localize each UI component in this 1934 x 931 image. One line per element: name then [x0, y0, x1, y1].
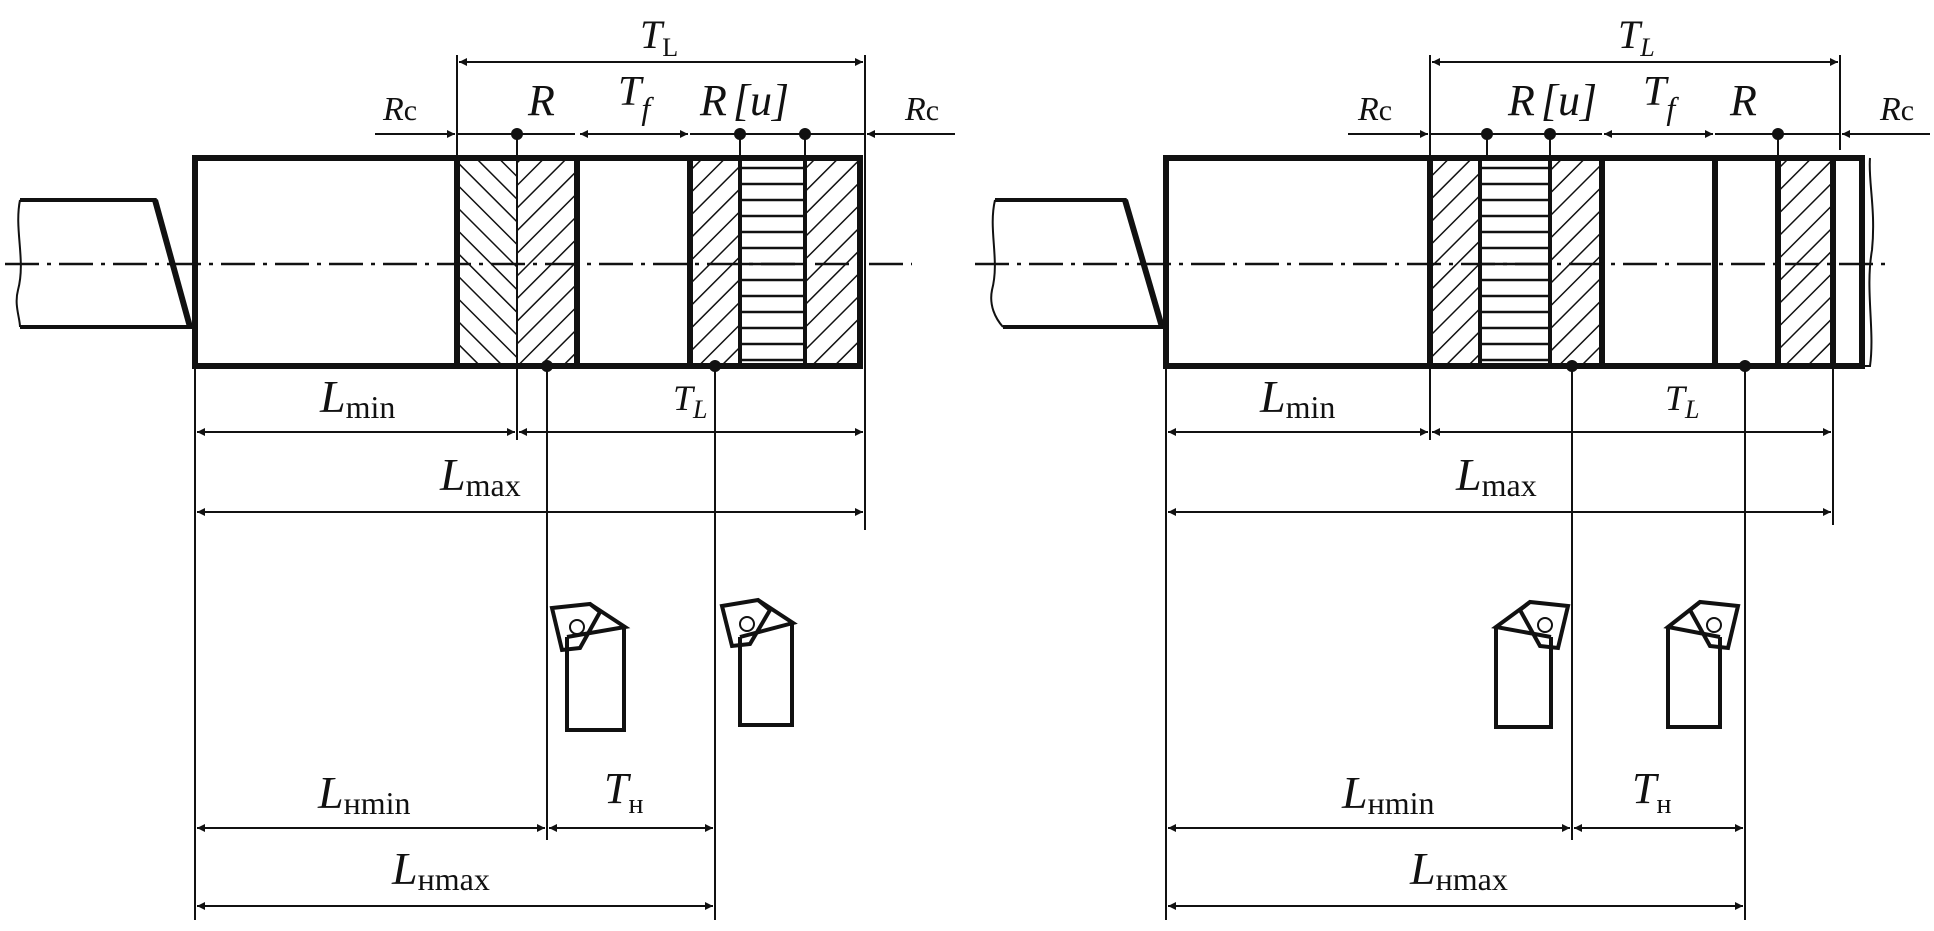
left-TL2-label: TL: [673, 378, 708, 424]
left-Rc-left-label: Rc: [382, 91, 417, 128]
right-Lhmin-label: Lнmin: [1341, 767, 1435, 821]
right-Rc-right-label: Rc: [1879, 91, 1914, 128]
left-section-2b: [740, 158, 805, 366]
right-TL2-label: TL: [1665, 378, 1700, 424]
right-cutting-tool-1: [1491, 599, 1571, 729]
left-Lhmin-label: Lнmin: [317, 767, 411, 821]
right-point-bottom-2: [1739, 360, 1751, 372]
left-point-bottom-1: [541, 360, 553, 372]
left-Rc-right-label: Rc: [904, 91, 939, 128]
right-Th-label: Tн: [1632, 764, 1671, 820]
left-cutting-tool-2: [719, 597, 798, 727]
right-Lmax-label: Lmax: [1455, 449, 1537, 503]
right-Rc-left-label: Rc: [1357, 91, 1392, 128]
right-Lmin-label: Lmin: [1259, 371, 1335, 425]
right-top-TL-label: TL: [1618, 12, 1655, 62]
left-Tf-label: Tf: [618, 69, 654, 126]
right-section-1a: [1430, 158, 1480, 366]
right-Tf-label: Tf: [1643, 69, 1679, 126]
left-Lhmax-label: Lнmax: [391, 843, 490, 897]
left-Lmax-label: Lmax: [439, 449, 521, 503]
right-diagram: TL Rc Rc R[u] Tf R Lmin TL Lmax: [975, 12, 1930, 920]
left-Lmin-label: Lmin: [319, 371, 395, 425]
right-cutting-tool-2: [1663, 599, 1741, 729]
right-R1-label: R[u]: [1507, 76, 1597, 125]
left-section-1a: [457, 158, 517, 366]
right-point-bottom-1: [1566, 360, 1578, 372]
left-section-2a: [690, 158, 740, 366]
left-section-2c: [805, 158, 860, 366]
right-bar-stock: [990, 198, 1165, 329]
right-Lhmax-label: Lнmax: [1409, 843, 1508, 897]
right-R2-label: R: [1729, 76, 1757, 125]
left-Th-label: Tн: [604, 764, 643, 820]
left-cutting-tool-1: [549, 601, 631, 732]
right-section-2: [1778, 158, 1833, 366]
left-section-1b: [517, 158, 577, 366]
right-section-1b: [1480, 158, 1550, 366]
left-R2-label: R[u]: [699, 76, 789, 125]
left-point-bottom-2: [709, 360, 721, 372]
right-section-1c: [1550, 158, 1602, 366]
left-point-r1: [511, 128, 523, 140]
left-R1-label: R: [527, 76, 555, 125]
left-diagram: TL Rc Rc R Tf R[u] Lmin TL Lmax: [5, 12, 955, 920]
left-top-TL-label: TL: [640, 12, 678, 62]
